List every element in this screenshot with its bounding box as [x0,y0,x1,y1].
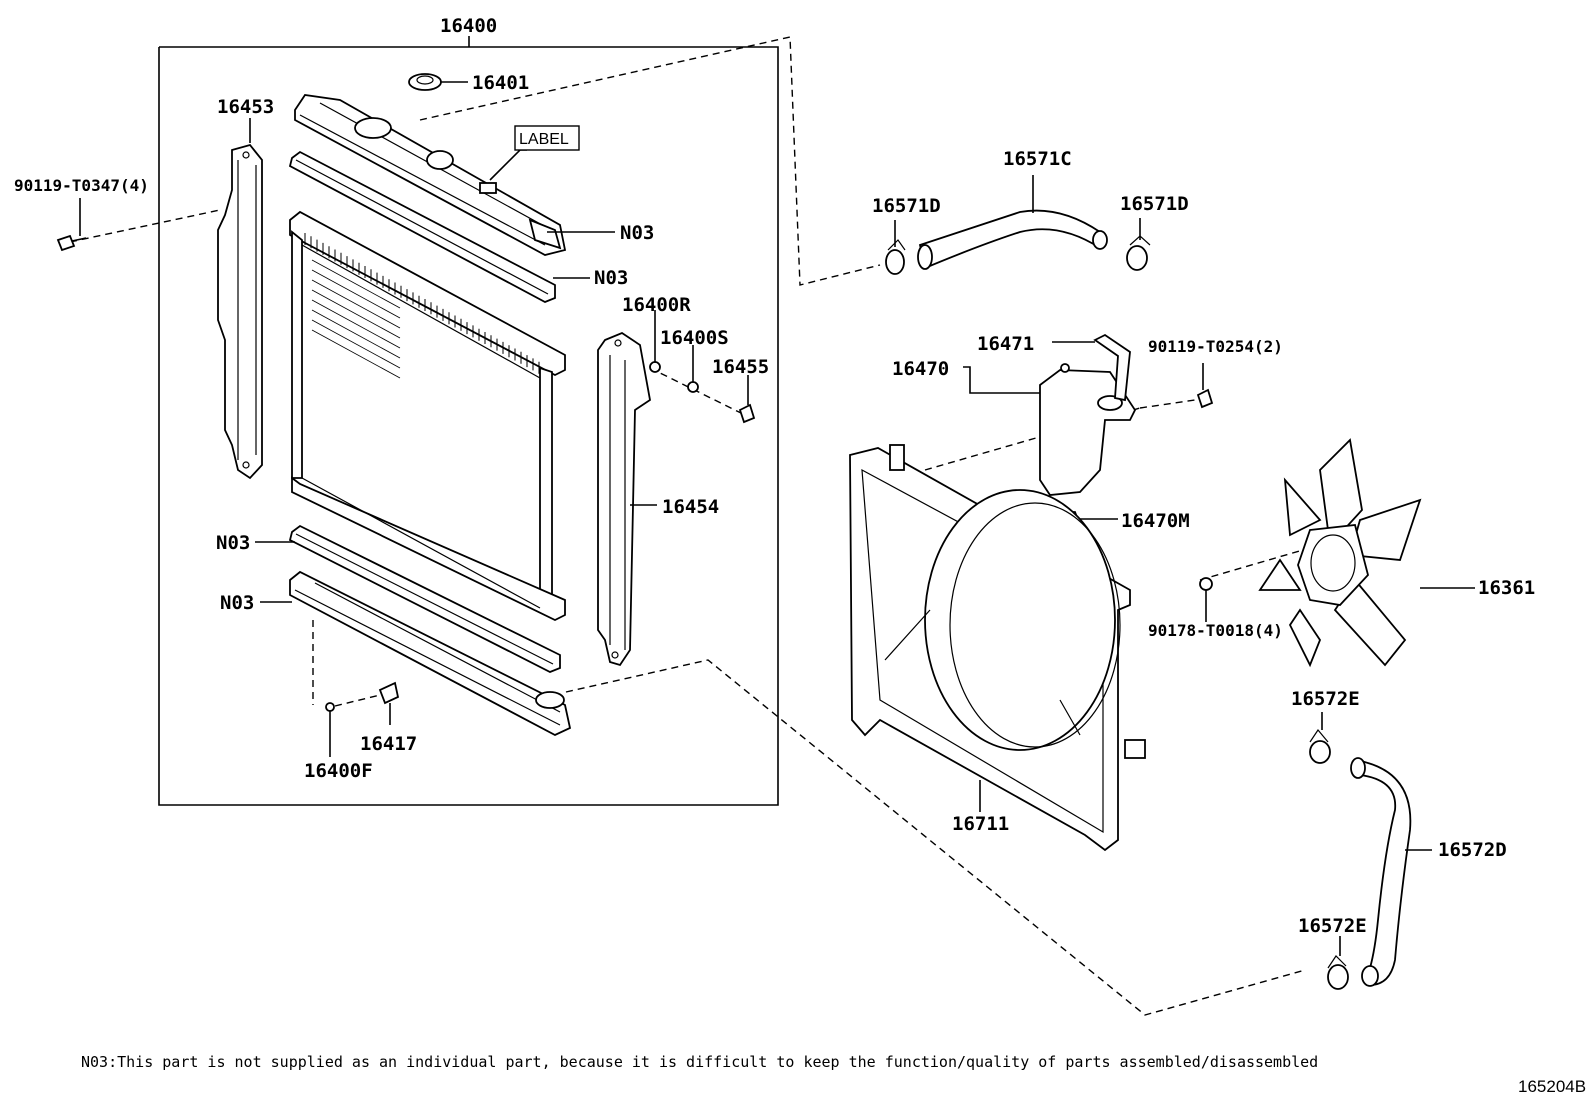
upper-tank [294,94,567,256]
label-16470m: 16470M [1121,510,1190,532]
label-16571d-left: 16571D [872,195,941,217]
hose-clamp-icon [885,220,906,275]
bolt-icon [56,234,87,252]
label-tag-text: LABEL [519,131,569,148]
cooling-fan [1258,438,1475,668]
fasteners-right [649,310,756,424]
label-16572e-bottom: 16572E [1298,915,1367,937]
label-bolt-90119-t0254: 90119-T0254(2) [1148,337,1283,356]
lower-radiator-hose [1350,757,1432,987]
label-16400f: 16400F [304,760,373,782]
label-nut-90178-t0018: 90178-T0018(4) [1148,621,1283,640]
core-tube [311,309,401,359]
radiator-cap-icon [408,73,468,91]
hose-clamp-icon [1126,218,1151,271]
nut-icon [1199,577,1213,622]
side-support-left-16453 [217,143,263,480]
label-16471: 16471 [977,333,1034,355]
label-n03-lower-gasket: N03 [216,532,250,554]
drain-cock-icon [325,681,400,757]
label-16453: 16453 [217,96,274,118]
label-tag-box [514,125,580,151]
leader-lines [69,36,1321,1016]
label-16454: 16454 [662,496,719,518]
label-bolt-90119-t0347: 90119-T0347(4) [14,176,149,195]
label-16571c: 16571C [1003,148,1072,170]
label-16400: 16400 [440,15,497,37]
upper-gasket [288,150,556,303]
label-16455: 16455 [712,356,769,378]
label-16572d: 16572D [1438,839,1507,861]
core-fins [304,233,540,379]
core-tube [311,319,401,369]
label-16401: 16401 [472,72,529,94]
footnote: N03:This part is not supplied as an indi… [81,1053,1318,1071]
label-n03-lower-tank: N03 [220,592,254,614]
core-tube [311,329,401,379]
upper-radiator-hose [917,175,1108,270]
core-tube [311,279,401,329]
hose-clamp-icon [1309,712,1331,764]
bolt-icon [1196,363,1214,409]
reservoir-tank [963,333,1137,496]
label-16711: 16711 [952,813,1009,835]
label-16417: 16417 [360,733,417,755]
side-support-right-16454 [597,331,657,667]
lower-gasket [288,524,561,673]
label-16572e-top: 16572E [1291,688,1360,710]
label-n03-upper-gasket: N03 [594,267,628,289]
label-16470: 16470 [892,358,949,380]
hose-clamp-icon [1327,936,1349,990]
label-16400s: 16400S [660,327,729,349]
radiator-core [289,210,566,622]
core-tube [311,259,401,309]
lower-tank [289,570,572,737]
core-tube [311,299,401,349]
radiator-assembly-frame [158,36,779,806]
fan-shroud [849,444,1146,852]
core-tube [311,289,401,339]
core-tube [311,269,401,319]
label-16571d-right: 16571D [1120,193,1189,215]
label-16361: 16361 [1478,577,1535,599]
label-16400r: 16400R [622,294,691,316]
label-n03-upper-tank: N03 [620,222,654,244]
figure-number: 165204B [1518,1077,1586,1096]
